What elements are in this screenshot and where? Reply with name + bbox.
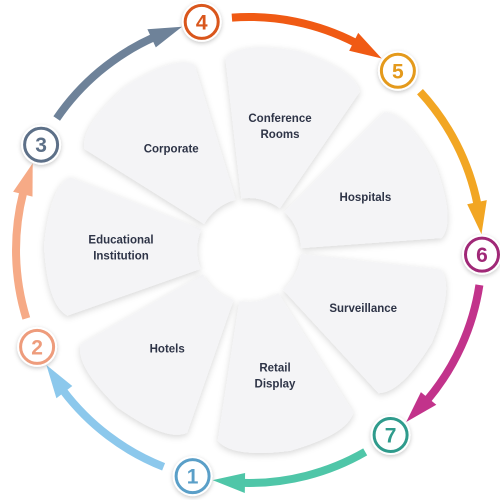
cycle-arrow-head-7 bbox=[212, 473, 246, 493]
segment-label-line: Retail bbox=[259, 362, 290, 374]
badge-ring bbox=[183, 3, 220, 40]
badge-number: 3 bbox=[35, 134, 47, 157]
segment-panel-1 bbox=[80, 274, 234, 435]
segment-label-line: Corporate bbox=[144, 143, 199, 155]
cycle-arrow-7 bbox=[242, 448, 368, 487]
segment-label-5: Hospitals bbox=[340, 192, 392, 204]
badge-ring bbox=[379, 52, 416, 89]
badge-number: 7 bbox=[385, 425, 397, 448]
segment-label-3: Corporate bbox=[144, 143, 199, 155]
badge-number: 5 bbox=[392, 60, 404, 83]
step-badge-1: 1 bbox=[172, 456, 213, 497]
badge-ring bbox=[23, 126, 60, 163]
cycle-arrow-head-2 bbox=[13, 163, 33, 197]
step-badge-2: 2 bbox=[17, 326, 58, 367]
segment-label-1: Hotels bbox=[150, 344, 185, 356]
segment-panel-6 bbox=[282, 253, 447, 394]
cycle-arrow-head-5 bbox=[467, 200, 487, 235]
cycle-arrow-3 bbox=[53, 33, 156, 121]
cycle-arrow-head-6 bbox=[406, 392, 437, 422]
segment-panel-3 bbox=[84, 62, 236, 225]
cycle-arrow-5 bbox=[417, 88, 482, 205]
segment-label-6: Surveillance bbox=[329, 303, 397, 315]
badge-ring bbox=[19, 328, 56, 365]
segment-panel-2 bbox=[44, 177, 202, 316]
cycle-arrow-2 bbox=[12, 191, 31, 320]
badge-ring bbox=[174, 458, 211, 495]
badge-number: 4 bbox=[196, 11, 208, 34]
segment-label-line: Hotels bbox=[150, 344, 185, 356]
segment-label-line: Institution bbox=[93, 250, 149, 262]
badge-number: 1 bbox=[187, 466, 199, 489]
cycle-arrow-head-4 bbox=[349, 32, 382, 59]
step-badge-6: 6 bbox=[462, 234, 500, 275]
segment-label-line: Surveillance bbox=[329, 303, 397, 315]
segment-panel-4 bbox=[225, 47, 360, 209]
cycle-arrow-6 bbox=[424, 284, 484, 403]
cycle-arrow-head-1 bbox=[46, 365, 73, 399]
segment-label-line: Conference bbox=[248, 113, 311, 125]
step-badge-3: 3 bbox=[21, 124, 62, 165]
step-badge-4: 4 bbox=[181, 1, 222, 42]
cycle-arrow-head-3 bbox=[147, 26, 182, 48]
segment-label-line: Educational bbox=[88, 234, 153, 246]
cycle-arrow-4 bbox=[231, 13, 358, 47]
cycle-arrow-1 bbox=[59, 388, 166, 471]
segment-label-line: Rooms bbox=[261, 129, 300, 141]
badge-number: 2 bbox=[31, 336, 43, 359]
step-badge-7: 7 bbox=[370, 415, 411, 455]
badge-number: 6 bbox=[476, 244, 488, 267]
segment-label-line: Hospitals bbox=[340, 192, 392, 204]
segment-panel-5 bbox=[284, 112, 448, 249]
badge-ring bbox=[372, 417, 409, 453]
step-badge-5: 5 bbox=[377, 50, 418, 91]
segment-panel-7 bbox=[217, 293, 354, 453]
segment-label-line: Display bbox=[255, 378, 297, 390]
badge-ring bbox=[464, 236, 500, 273]
